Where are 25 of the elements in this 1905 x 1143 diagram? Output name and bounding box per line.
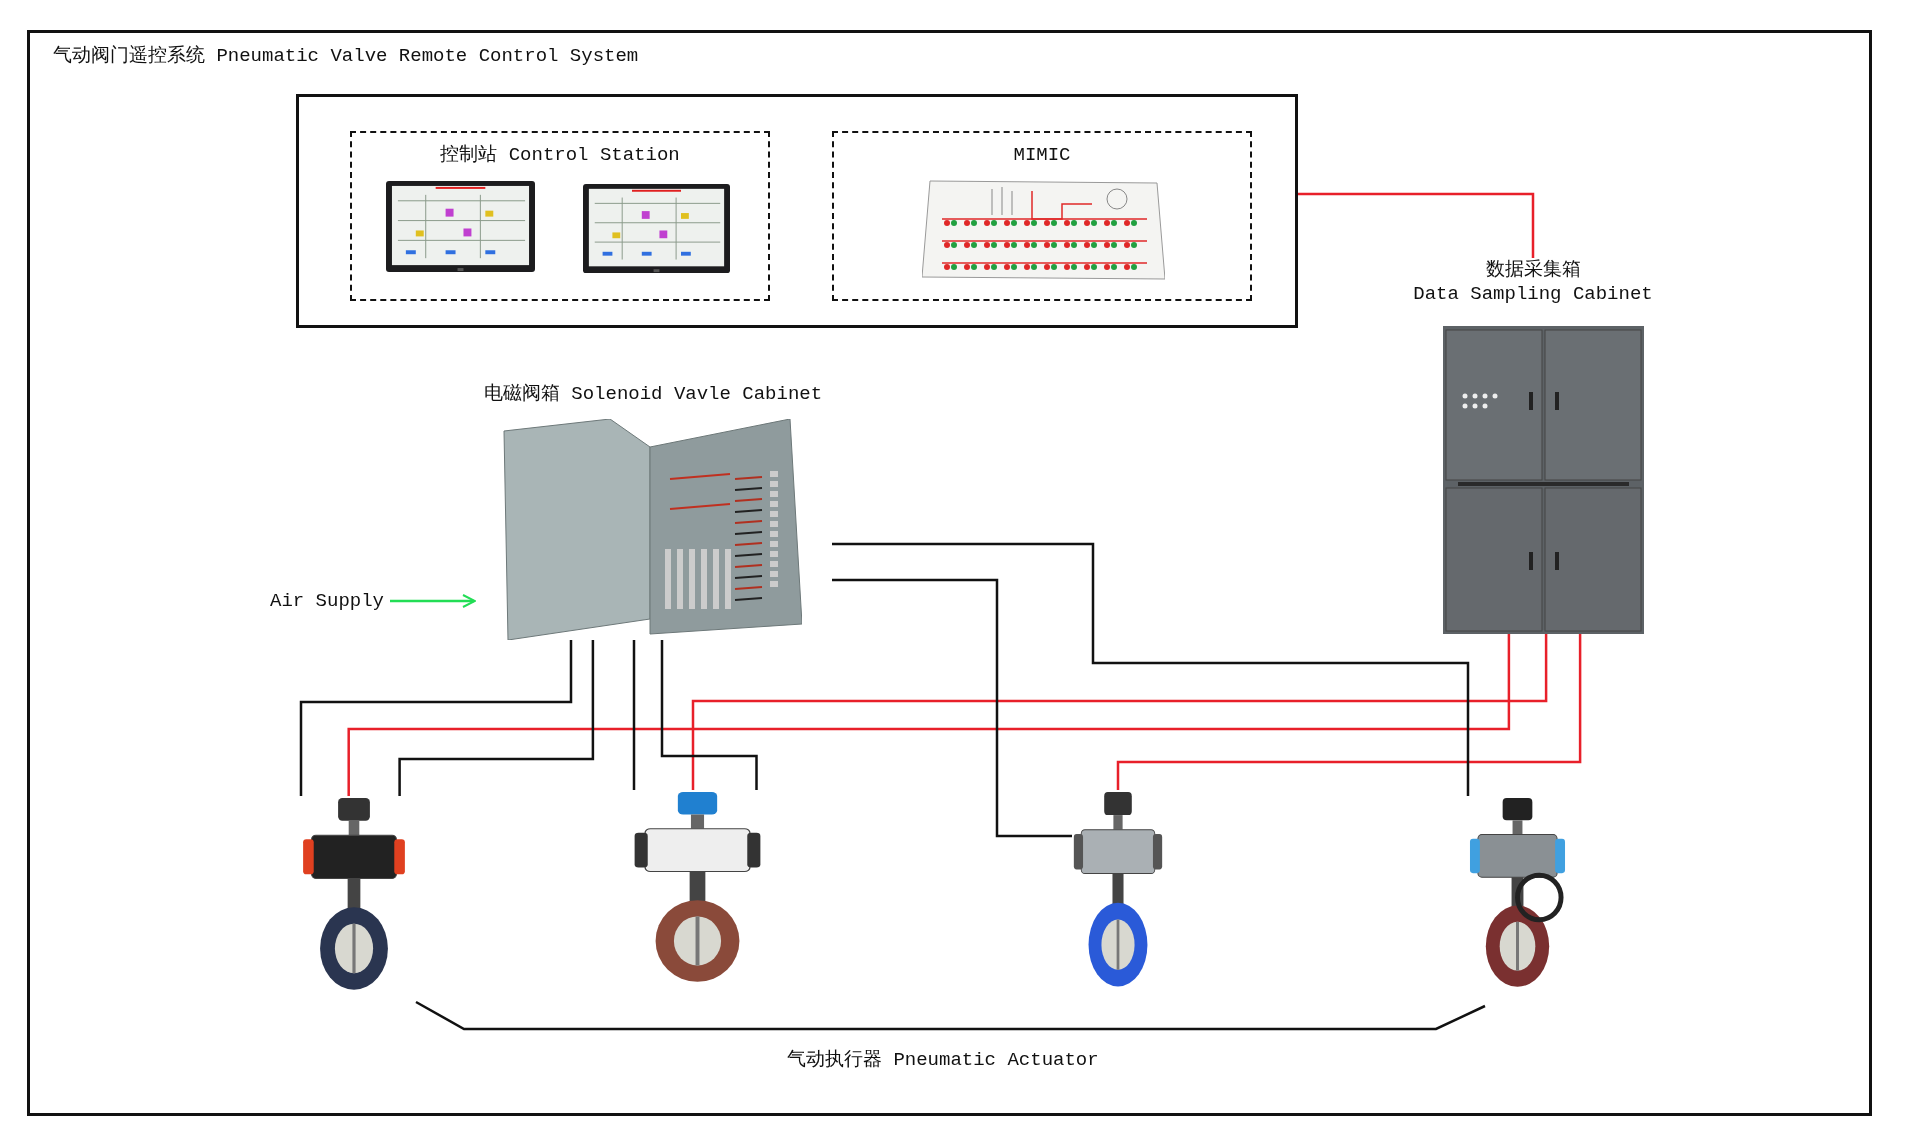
cabinet-label: 数据采集箱 <box>1484 258 1582 282</box>
group-title: MIMIC <box>1012 143 1072 167</box>
connector-line <box>660 640 758 790</box>
connector-line <box>347 634 1511 796</box>
connector-line <box>832 578 1074 838</box>
arrow <box>390 594 476 608</box>
panel-box <box>296 94 1298 328</box>
connector-line <box>1298 192 1535 258</box>
section-label: 气动执行器 Pneumatic Actuator <box>787 1048 1099 1072</box>
connector-line <box>1116 634 1582 790</box>
connector-line <box>691 634 1548 790</box>
cabinet-label: 电磁阀箱 Solenoid Vavle Cabinet <box>482 382 824 406</box>
monitor-drawing <box>583 184 730 276</box>
connector-line <box>398 640 595 796</box>
cabinet-label: Data Sampling Cabinet <box>1412 282 1654 306</box>
group-title: 控制站 Control Station <box>439 143 681 167</box>
connector-line <box>832 542 1470 796</box>
connector-line <box>632 638 636 790</box>
group-box <box>832 131 1252 301</box>
connector-line <box>299 640 573 796</box>
mimic-panel-drawing <box>922 179 1165 281</box>
text-label: Air Supply <box>270 588 390 614</box>
monitor-drawing <box>386 181 535 275</box>
group-box <box>350 131 770 301</box>
diagram-title: 气动阀门遥控系统 Pneumatic Valve Remote Control System <box>53 44 639 68</box>
